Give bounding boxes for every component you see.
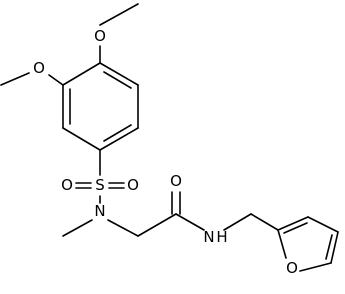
bond	[107, 219, 139, 237]
atom-nitrogen-amide: N	[203, 228, 214, 246]
ring-double-bond	[103, 124, 132, 142]
ring-bond	[277, 229, 287, 259]
amide-group	[137, 191, 279, 237]
ring-bond	[330, 231, 339, 264]
ring-bond	[99, 62, 139, 86]
benzene-ring	[62, 62, 139, 151]
atom-hydrogen-amide: H	[216, 228, 227, 246]
bond	[175, 213, 205, 231]
atom-oxygen-methoxy-left: O	[33, 59, 45, 77]
bond	[62, 219, 93, 237]
atom-oxygen-carbonyl: O	[170, 172, 182, 190]
ring-bond	[62, 62, 101, 86]
methoxy-left	[0, 72, 64, 86]
sulfonamide-substituents	[62, 219, 139, 237]
bond	[48, 74, 64, 86]
ring-double-bond	[325, 234, 333, 260]
atom-oxygen-methoxy-top: O	[94, 27, 106, 45]
sulfonyl-group	[75, 149, 125, 204]
bond	[223, 213, 252, 231]
methoxy-top	[99, 3, 139, 64]
bond	[250, 213, 279, 231]
atom-oxygen-sulfonyl-left: O	[61, 176, 73, 194]
atom-oxygen-sulfonyl-right: O	[127, 176, 139, 194]
ring-bond	[99, 127, 139, 151]
ring-bond	[307, 216, 339, 233]
atom-nitrogen-sulfonamide: N	[94, 202, 105, 220]
ring-double-bond	[103, 71, 132, 89]
ring-bond	[277, 216, 309, 231]
bond	[0, 72, 30, 86]
bond	[137, 213, 177, 237]
ring-bond	[299, 262, 332, 272]
ring-bond	[62, 127, 101, 151]
ring-double-bond	[283, 222, 308, 234]
furan-ring	[277, 216, 339, 272]
atom-sulfur: S	[95, 176, 105, 194]
atom-oxygen-furan: O	[286, 259, 298, 277]
bond	[99, 3, 139, 26]
